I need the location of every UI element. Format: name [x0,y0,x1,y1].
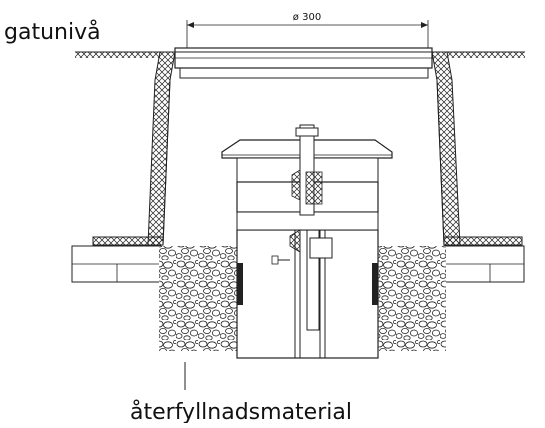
gravel-backfill [159,246,446,351]
diameter-label: ø 300 [293,12,321,23]
cover-frame [174,47,433,79]
backfill-label: återfyllnadsmaterial [130,399,352,423]
street-level-label: gatunivå [4,19,101,45]
valve-housing [236,214,379,359]
street-surface [75,51,525,58]
dimension-line: ø 300 [186,12,429,48]
paving-slabs [71,245,525,283]
chamber-cone [162,79,445,246]
valve-cap [221,124,393,265]
